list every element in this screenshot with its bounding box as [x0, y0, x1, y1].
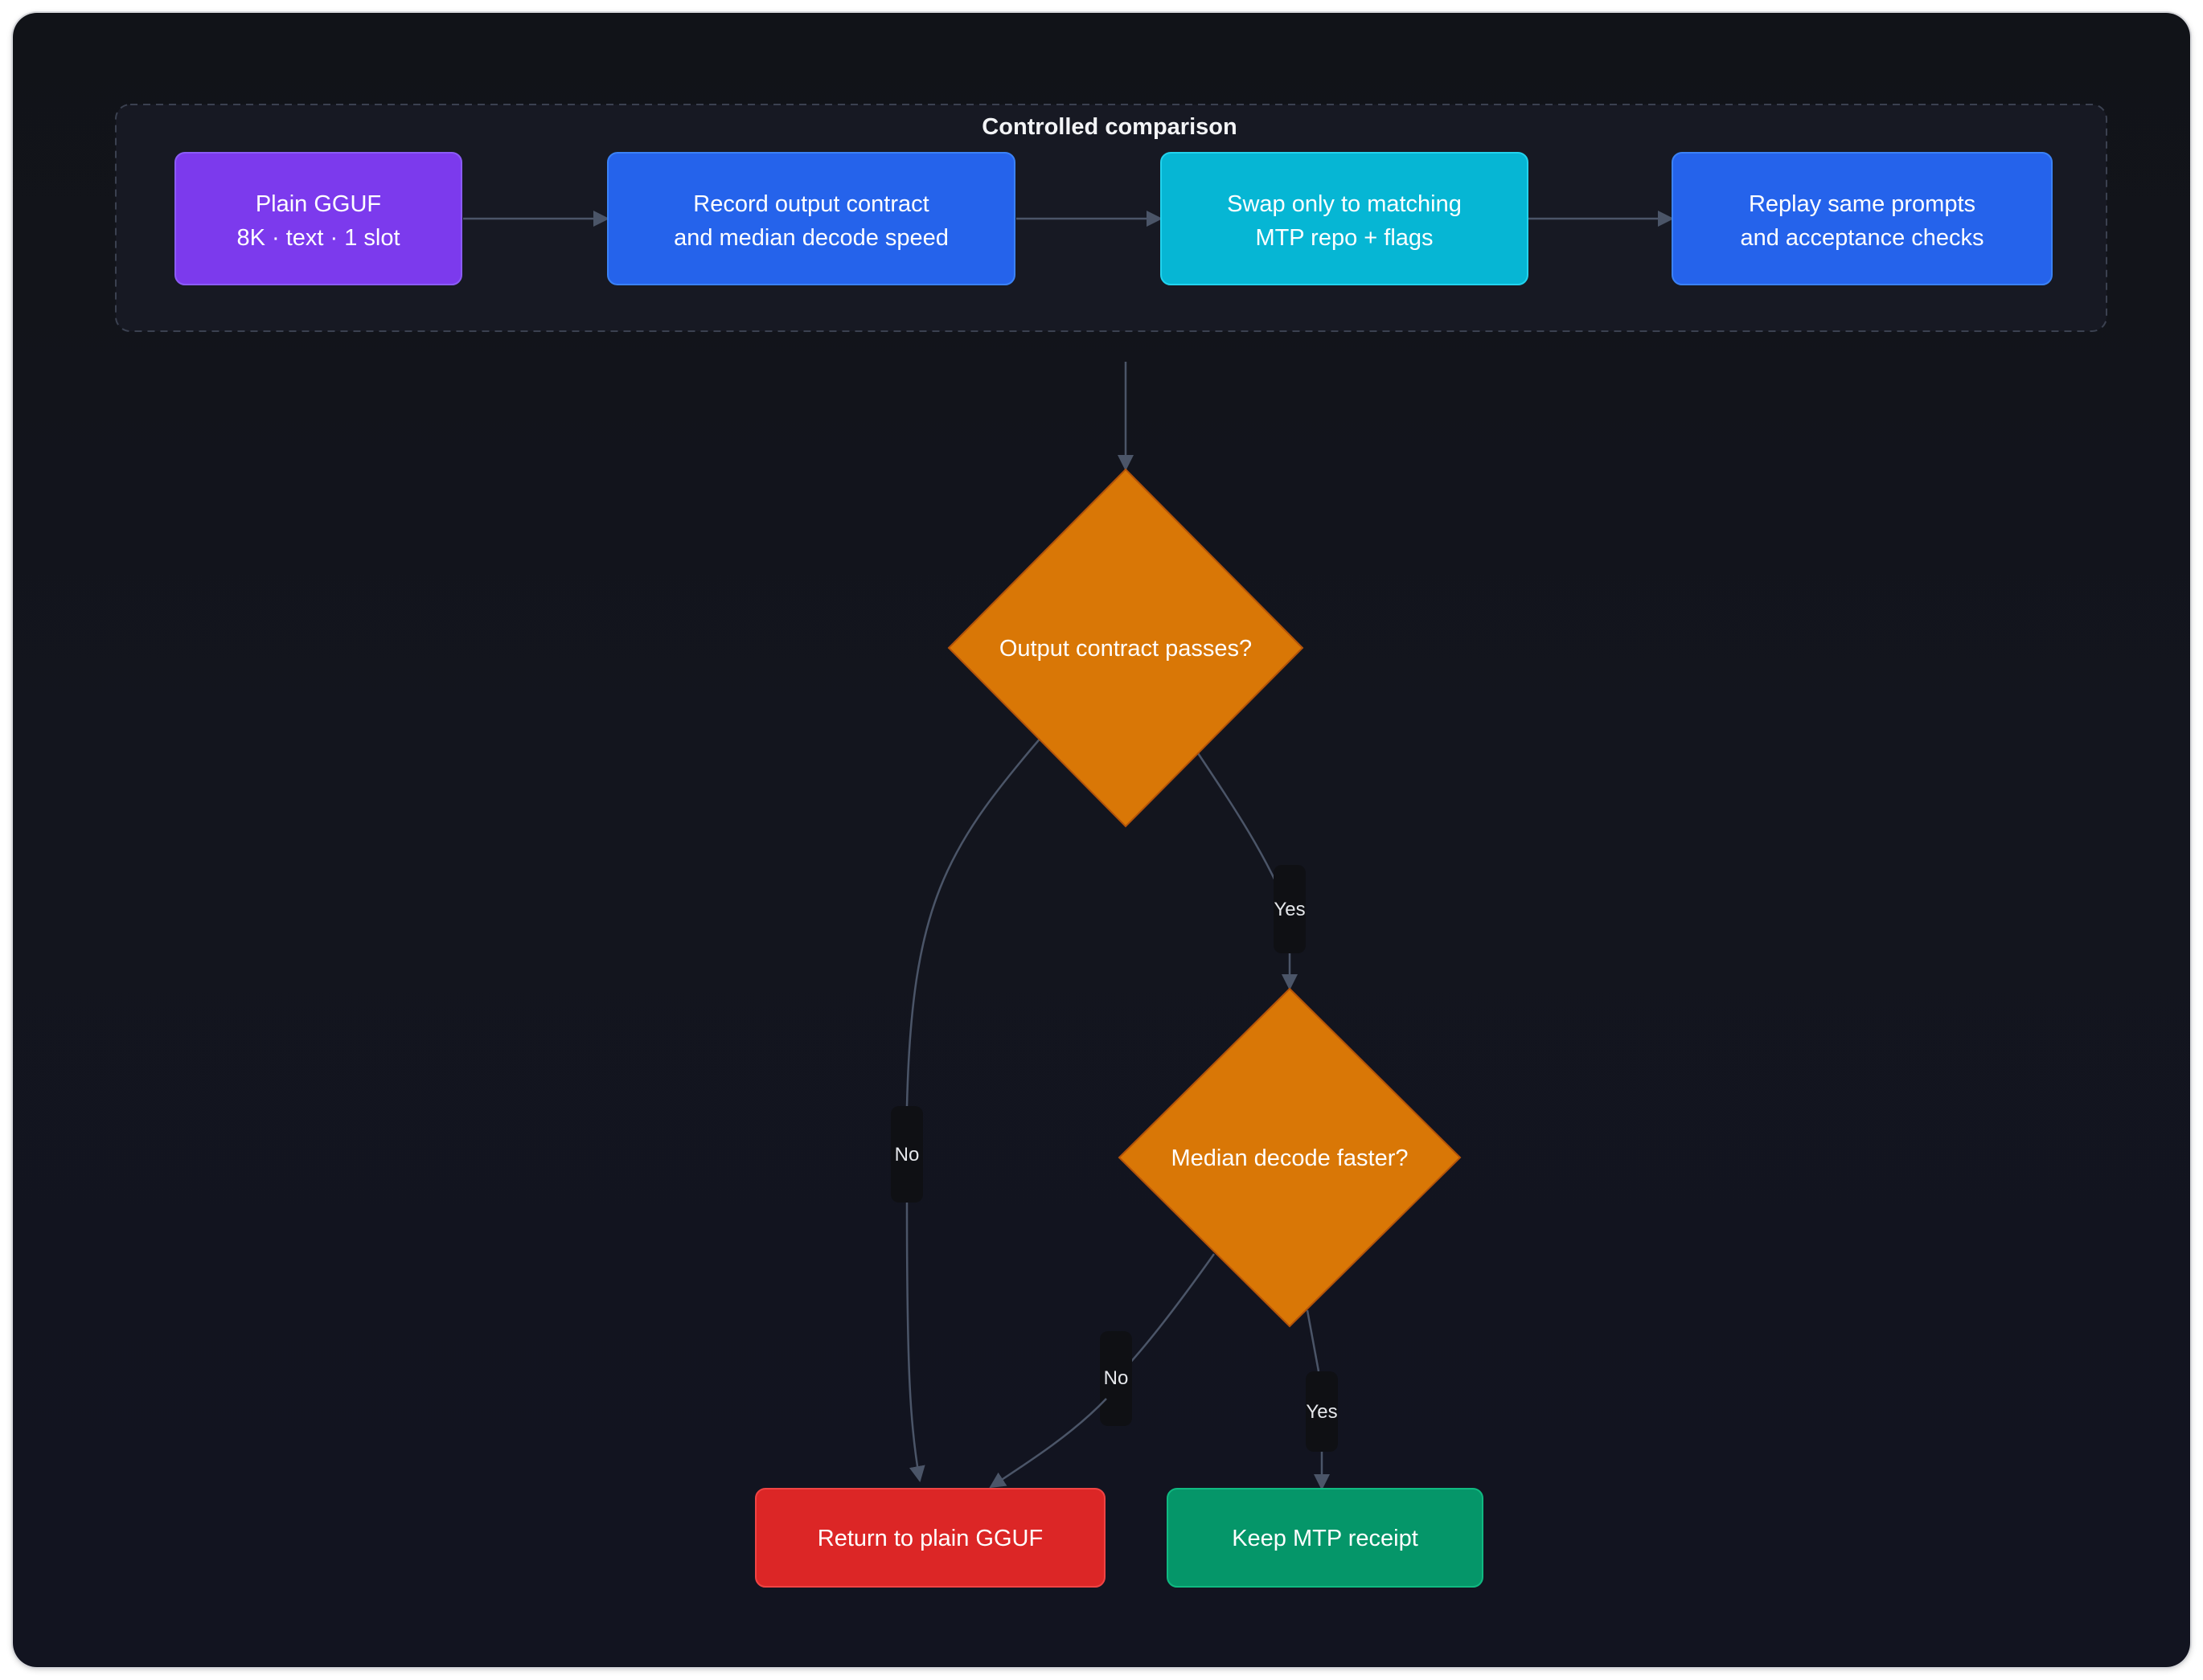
edge-label-bg-speed-no: [1100, 1331, 1132, 1426]
decision-output-contract: Output contract passes?: [947, 468, 1304, 828]
node-plain-gguf-line1: Plain GGUF: [256, 191, 381, 217]
edge-label-bg-contract-no: [891, 1106, 923, 1203]
edge-label-bg-contract-yes: [1274, 865, 1306, 953]
node-record-contract: Record output contract and median decode…: [607, 152, 1015, 285]
edge-label-contract-yes: Yes: [1274, 899, 1305, 920]
edge-label-speed-no: No: [1104, 1367, 1129, 1389]
edge-label-bg-speed-yes: [1306, 1371, 1338, 1452]
node-keep-mtp: Keep MTP receipt: [1167, 1488, 1483, 1588]
node-replay-line2: and acceptance checks: [1740, 225, 1984, 251]
node-swap-line1: Swap only to matching: [1227, 191, 1462, 217]
node-swap-line2: MTP repo + flags: [1255, 225, 1433, 251]
edge-label-speed-yes: Yes: [1306, 1401, 1337, 1423]
node-return-plain-label: Return to plain GGUF: [818, 1526, 1043, 1551]
node-replay-line1: Replay same prompts: [1749, 191, 1975, 217]
node-record-line2: and median decode speed: [674, 225, 949, 251]
node-plain-gguf-line2: 8K · text · 1 slot: [236, 225, 400, 251]
node-plain-gguf: Plain GGUF 8K · text · 1 slot: [174, 152, 462, 285]
decision-output-contract-label: Output contract passes?: [999, 636, 1252, 662]
edge-speed-no-lower: [989, 1398, 1107, 1489]
decision-median-decode: Median decode faster?: [1118, 987, 1462, 1328]
node-swap-mtp: Swap only to matching MTP repo + flags: [1160, 152, 1528, 285]
edge-label-contract-no: No: [895, 1144, 920, 1166]
edge-contract-no: [905, 736, 1043, 1107]
diagram-canvas: Controlled comparison Yes No No Yes Plai…: [13, 13, 2190, 1667]
node-return-plain: Return to plain GGUF: [755, 1488, 1106, 1588]
decision-median-decode-label: Median decode faster?: [1171, 1145, 1408, 1171]
edge-contract-no-lower: [905, 1202, 925, 1482]
node-record-line1: Record output contract: [693, 191, 929, 217]
flowchart: Controlled comparison Yes No No Yes Plai…: [115, 104, 2107, 1588]
node-replay-prompts: Replay same prompts and acceptance check…: [1672, 152, 2053, 285]
group-title: Controlled comparison: [982, 114, 1237, 140]
edge-speed-yes-upper: [1306, 1309, 1320, 1372]
node-keep-mtp-label: Keep MTP receipt: [1232, 1526, 1418, 1551]
